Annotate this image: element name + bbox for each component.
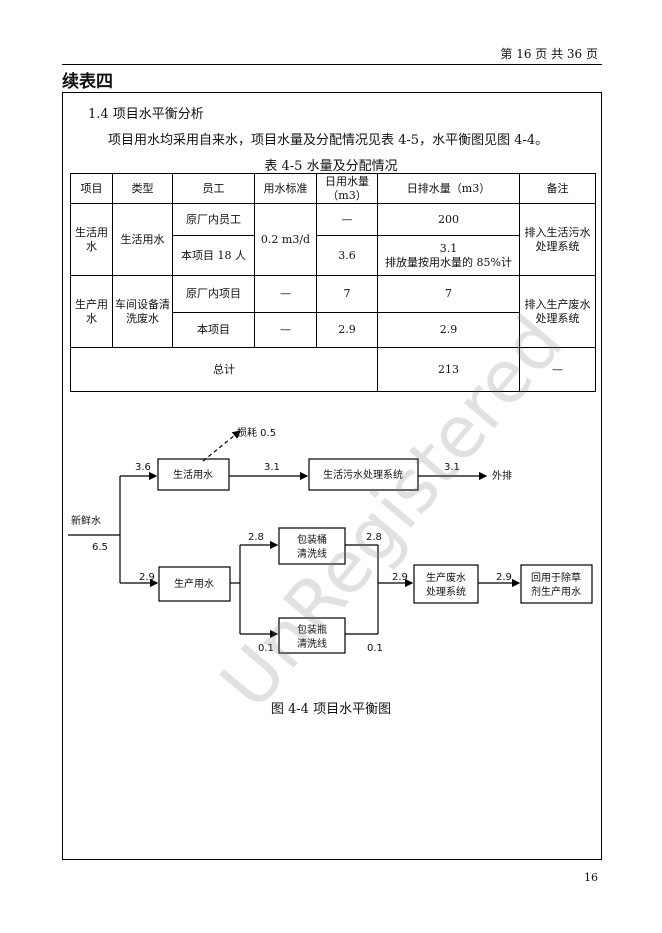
bucket-in-value: 2.8 (248, 532, 264, 543)
staff-cell: 本项目 (172, 312, 255, 348)
bottle-out-value: 0.1 (367, 643, 383, 654)
fresh-label: 新鲜水 (71, 514, 101, 527)
reuse-box-line2: 剂生产用水 (531, 585, 581, 598)
header-unit: （m3） (327, 188, 367, 202)
header-rule (62, 64, 602, 65)
life-out-value: 3.1 (264, 462, 280, 473)
sewage-box-label: 生活污水处理系统 (323, 468, 403, 481)
content-frame (62, 92, 602, 860)
standard-cell: — (254, 312, 317, 348)
prod-box (158, 566, 231, 602)
remark-cell: 排入生活污水处理系统 (519, 203, 596, 276)
header-cell: 日用水量（m3） (316, 173, 378, 204)
discharge-label: 外排 (492, 469, 512, 482)
drain-note: 排放量按用水量的 85%计 (385, 255, 512, 269)
table-caption: 表 4-5 水量及分配情况 (264, 159, 398, 174)
page-number: 16 (584, 871, 598, 884)
type-cell: 车间设备清洗废水 (112, 275, 173, 348)
reuse-box-line1: 回用于除草 (531, 571, 581, 584)
reuse-in-value: 2.9 (496, 572, 512, 583)
life-box-label: 生活用水 (173, 468, 213, 481)
bottle-in-value: 0.1 (258, 643, 274, 654)
total-remark: — (519, 347, 596, 392)
sewage-box (308, 458, 419, 491)
fresh-value: 6.5 (92, 542, 108, 553)
sewage-out-value: 3.1 (444, 462, 460, 473)
life-in-value: 3.6 (135, 462, 151, 473)
staff-cell: 本项目 18 人 (172, 235, 255, 276)
total-value: 213 (377, 347, 520, 392)
life-box (157, 458, 230, 491)
prod-in-value: 2.9 (139, 572, 155, 583)
treat-box-line1: 生产废水 (426, 571, 466, 584)
water-table: 项目 类型 员工 用水标准 日用水量（m3） 日排水量（m3） 备注 生活用水 … (70, 173, 596, 392)
project-cell: 生活用水 (70, 203, 113, 276)
header-cell: 日排水量（m3） (377, 173, 520, 204)
total-row: 总计 213 — (70, 347, 596, 392)
header-label: 日用水量 (325, 174, 369, 188)
prod-box-label: 生产用水 (174, 577, 214, 590)
header-cell: 备注 (519, 173, 596, 204)
header-unit: （m3） (450, 181, 491, 195)
header-label: 日排水量 (406, 181, 451, 195)
bucket-box (278, 527, 346, 565)
loss-arrow (202, 430, 241, 462)
type-cell: 生活用水 (112, 203, 173, 276)
bottle-box-line1: 包装瓶 (297, 623, 327, 636)
section-heading: 1.4 项目水平衡分析 (88, 107, 204, 122)
use-cell: — (316, 203, 378, 236)
bottle-box-line2: 清洗线 (297, 637, 327, 650)
project-cell: 生产用水 (70, 275, 113, 348)
header-cell: 项目 (70, 173, 113, 204)
treat-in-value: 2.9 (392, 572, 408, 583)
bucket-out-value: 2.8 (366, 532, 382, 543)
page-info-header: 第 16 页 共 36 页 (500, 47, 598, 61)
treat-box-line2: 处理系统 (426, 585, 466, 598)
total-label: 总计 (70, 347, 378, 392)
intro-paragraph: 项目用水均采用自来水，项目水量及分配情况见表 4-5，水平衡图见图 4-4。 (108, 133, 549, 148)
bottle-box (278, 617, 346, 654)
treat-box (413, 564, 479, 604)
bucket-box-line1: 包装桶 (297, 533, 327, 546)
drain-cell: 200 (377, 203, 520, 236)
loss-label: 损耗 0.5 (237, 426, 276, 439)
drain-cell: 2.9 (377, 312, 520, 348)
figure-caption: 图 4-4 项目水平衡图 (270, 702, 392, 717)
drain-value: 3.1 (439, 241, 458, 255)
bucket-box-line2: 清洗线 (297, 547, 327, 560)
page-title: 续表四 (62, 72, 113, 92)
table-row: 生产用水 车间设备清洗废水 原厂内项目 — 7 7 排入生产废水处理系统 (70, 275, 596, 348)
staff-cell: 原厂内员工 (172, 203, 255, 236)
reuse-box (520, 564, 593, 604)
